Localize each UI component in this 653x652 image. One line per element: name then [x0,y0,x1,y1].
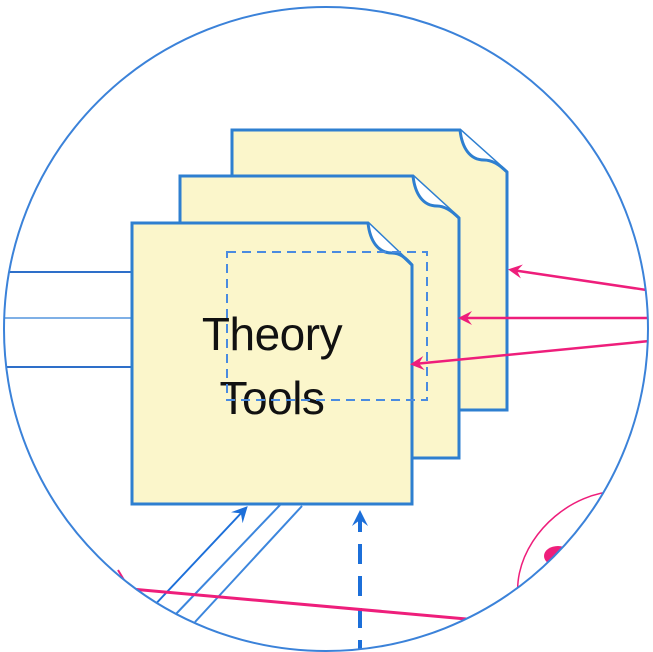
lens-content: Theory Tools [4,128,648,651]
blue-bottom-connectors [149,504,303,623]
left-connector-lines [4,271,132,368]
lens-circle-outline [3,6,649,652]
card-title-line1: Theory [202,308,343,360]
card-title-line2: Tools [220,372,325,424]
bottom-magenta-line [119,586,501,624]
magenta-incoming-arrows [410,264,648,370]
bottom-right-ellipse [516,490,648,650]
dashed-selection-box [226,251,428,401]
document-card-front [130,221,414,506]
